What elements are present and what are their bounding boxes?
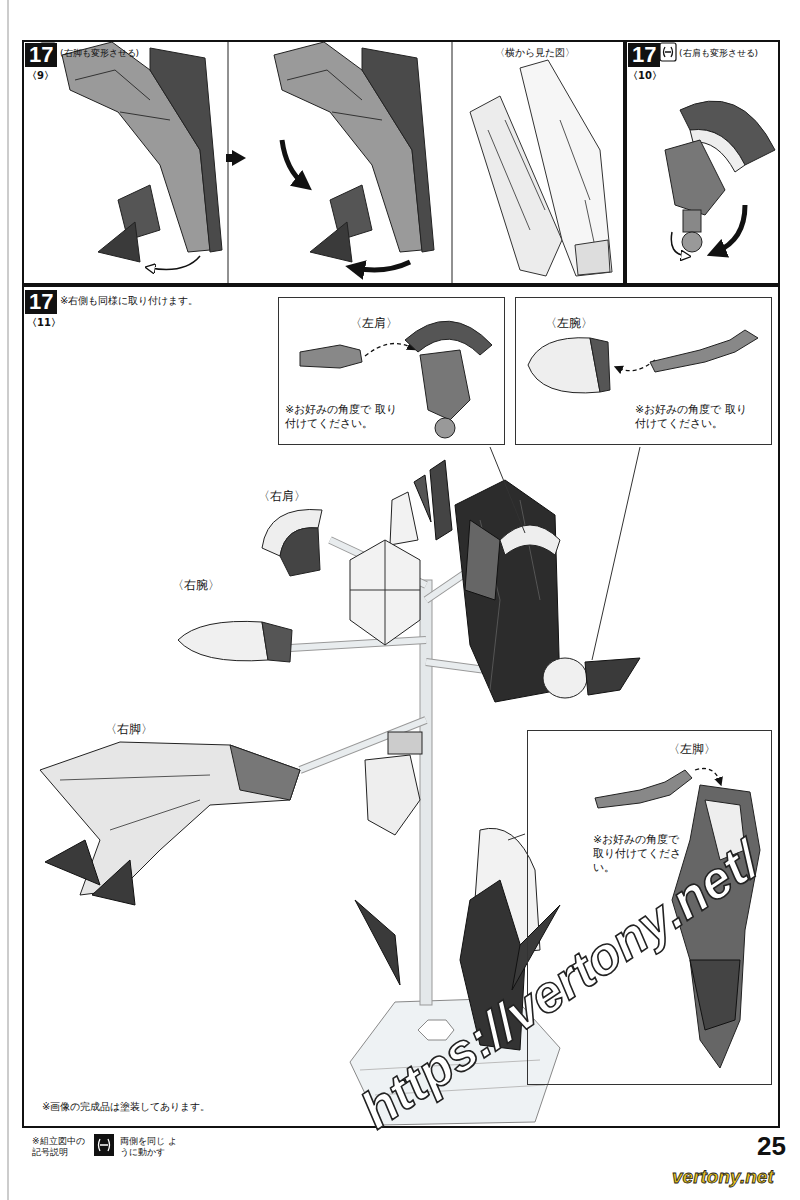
mobile-suit-figure [60,775,210,830]
mobile-suit-figure [350,540,420,645]
mobile-suit-figure [45,840,100,885]
substep-number: 〈9〉 [27,70,54,82]
step-note: (右肩も変形させる) [679,47,758,59]
mobile-suit-figure [178,621,268,660]
leg-figure [282,140,304,184]
mobile-suit-figure [465,520,500,600]
step-note: ※右側も同様に取り付けます。 [60,294,198,307]
leader-line [490,447,640,840]
part-label: 〈右腕〉 [172,578,220,593]
mobile-suit-figure [585,658,640,695]
callout-note: ※お好みの角度で 取り付けてください。 [285,403,403,431]
step-panel: 〈左肩〉 ※お好みの角度で 取り付けてください。 〈左腕〉 ※お好みの角度で 取り付け… [22,285,780,1128]
mobile-suit-figure [280,528,320,576]
left-arm-parts [528,338,600,393]
mobile-suit-figure [390,492,418,545]
view-label: 〈横から見た図〉 [495,46,575,59]
shoulder-figure [671,232,686,256]
panel-divider [228,40,452,285]
mobile-suit-figure [500,525,560,555]
mobile-suit-figure [262,622,292,662]
part-label: 〈左腕〉 [545,316,593,331]
step-number: 17 [25,43,57,67]
leg-figure [226,154,233,162]
part-label: 〈右脚〉 [105,722,153,737]
mobile-suit-figure [40,742,300,895]
shoulder-figure [665,101,775,256]
side-view-figure [520,60,612,276]
legend-icon [94,1134,114,1156]
leg-figure [232,150,246,166]
page-number: 25 [757,1132,786,1160]
symbol-icon [40,43,676,61]
step-number: 17 [25,290,57,314]
leg-figure [62,42,222,270]
watermark: vertony.net [672,1166,774,1188]
panel-divider [452,40,453,285]
legend-entry: 両側を同じ ように動かす [120,1136,182,1162]
step-note: (右脚も変形させる) [60,47,139,59]
legend-icon [99,1139,110,1151]
part-label: 〈右肩〉 [258,489,306,504]
side-view-figure [470,60,612,276]
callout-note: ※お好みの角度で 取り付けてください。 [593,833,685,875]
substep-number: 〈10〉 [628,70,662,82]
left-arm-parts [528,330,758,393]
legend-icon [94,1134,114,1156]
left-leg-parts [595,770,692,808]
left-shoulder-parts [420,350,470,420]
left-shoulder-parts [435,418,455,438]
mobile-suit-figure [388,732,422,754]
page-edge [8,0,9,1200]
mobile-suit-figure [365,755,420,835]
step-panel: 17 〈10〉 (右肩も変形させる) [625,40,780,285]
side-view-figure [575,240,610,275]
callout-box: 〈左腕〉 ※お好みの角度で 取り付けてください。 [515,297,772,445]
shoulder-figure [683,210,701,232]
page-edge [8,0,9,1200]
leg-figure [226,42,434,270]
leader-line [490,447,640,840]
leg-figure [62,42,222,262]
watermark: https://vertony.net/ [351,831,769,1138]
mobile-suit-figure [543,658,587,698]
left-leg-parts [690,960,740,1030]
left-arm-parts [618,360,655,371]
shoulder-figure [682,232,702,252]
substep-number: 〈11〉 [27,317,61,329]
step-panel: 17 〈9〉 (右脚も変形させる) 〈横から見た図〉 [22,40,625,285]
mobile-suit-figure [414,475,431,522]
leg-figure [274,42,434,262]
mobile-suit-figure [455,480,560,702]
step-number: 17 [628,43,660,67]
mobile-suit-figure [230,745,300,800]
mobile-suit-figure [355,900,400,985]
left-arm-parts [650,330,758,372]
legend-text: 両側を同じ ように動かす [120,1136,182,1158]
legend-heading: ※組立図中の 記号説明 [32,1136,94,1158]
left-shoulder-parts [300,345,362,368]
footnote: ※画像の完成品は塗装してあります。 [42,1100,210,1113]
symbol-icon [660,43,676,61]
part-label: 〈左肩〉 [350,316,398,331]
panel-divider [228,40,229,285]
leg-figure [355,262,410,270]
left-shoulder-parts [405,321,492,355]
callout-note: ※お好みの角度で 取り付けてください。 [635,403,757,431]
shoulder-figure [665,140,725,215]
shoulder-figure [716,205,745,252]
leg-figure [150,256,200,270]
left-leg-parts [695,769,720,783]
left-arm-parts [590,338,610,392]
left-shoulder-parts [365,344,412,357]
callout-box: 〈左肩〉 ※お好みの角度で 取り付けてください。 [278,297,505,445]
part-label: 〈左脚〉 [668,742,716,757]
mobile-suit-figure [350,540,420,645]
mobile-suit-figure [92,860,135,905]
mobile-suit-figure [430,460,452,540]
